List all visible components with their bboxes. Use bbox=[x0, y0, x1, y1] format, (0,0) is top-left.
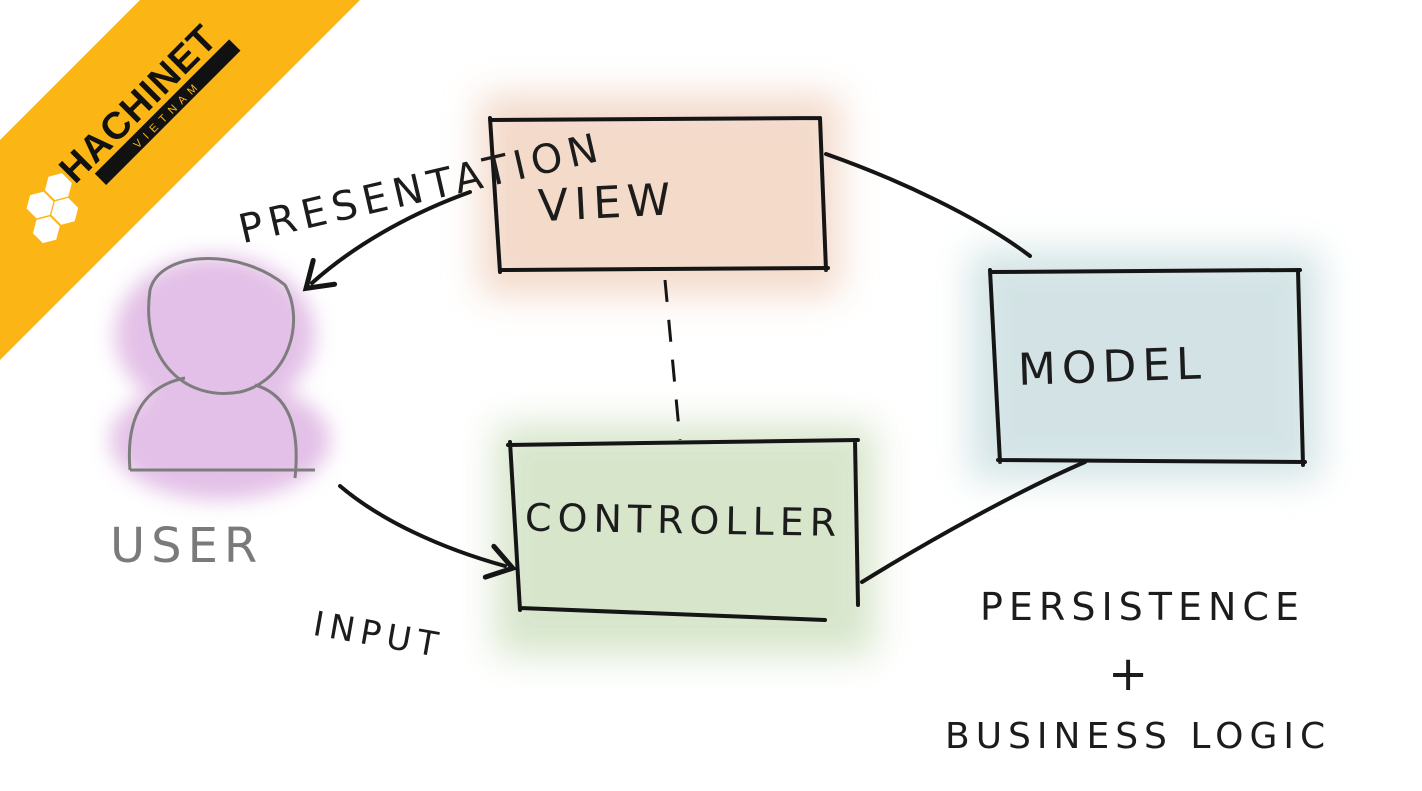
user-body bbox=[127, 376, 315, 479]
view-controller-dashed bbox=[663, 279, 682, 441]
input-label: INPUT bbox=[310, 604, 447, 666]
hexagon-logo-icon bbox=[26, 173, 79, 244]
persistence-label: PERSISTENCE bbox=[980, 585, 1305, 629]
model-label: MODEL bbox=[1017, 338, 1207, 396]
view-model-line bbox=[824, 152, 1032, 258]
view-wash bbox=[480, 95, 840, 295]
user-to-controller-arrow bbox=[338, 484, 518, 580]
view-to-user-arrow bbox=[302, 190, 472, 292]
banner-ribbon bbox=[0, 0, 360, 360]
view-label: VIEW bbox=[537, 174, 678, 232]
controller-model-line bbox=[860, 460, 1087, 584]
controller-box[interactable] bbox=[506, 438, 860, 622]
controller-wash bbox=[495, 425, 875, 655]
user-label: USER bbox=[110, 518, 263, 574]
user-figure[interactable] bbox=[127, 257, 315, 479]
controller-label: CONTROLLER bbox=[525, 495, 843, 545]
business-logic-label: BUSINESS LOGIC bbox=[945, 716, 1331, 757]
user-head bbox=[147, 257, 296, 395]
view-box[interactable] bbox=[488, 116, 830, 274]
model-wash bbox=[970, 250, 1320, 480]
plus-label: + bbox=[1108, 646, 1154, 702]
model-box[interactable] bbox=[988, 268, 1307, 467]
brand-sub-bar bbox=[94, 39, 241, 185]
